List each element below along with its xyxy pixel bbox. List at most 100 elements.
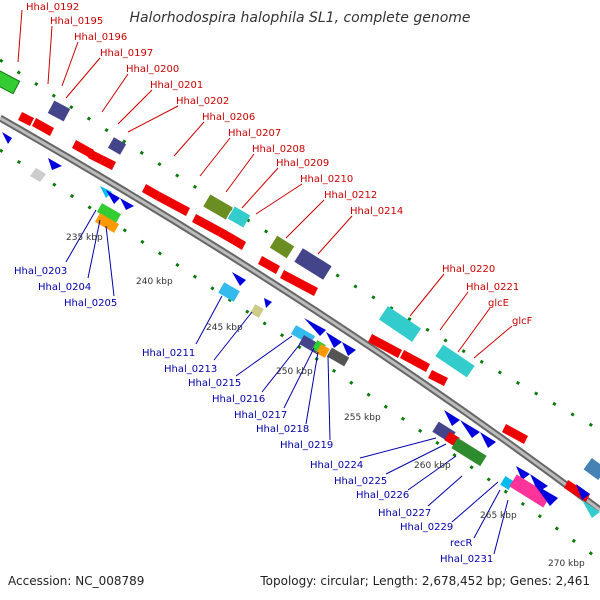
kbp-label-270: 270 kbp xyxy=(548,559,585,569)
gene-arrow xyxy=(502,424,528,444)
tick-tracks xyxy=(0,58,600,562)
gene-arrow xyxy=(2,132,12,144)
gene-block xyxy=(107,137,127,155)
gene-arrow xyxy=(576,484,590,500)
gene-arrow xyxy=(400,350,430,372)
gene-block xyxy=(316,344,330,358)
gene-label-hhal-0207: Hhal_0207 xyxy=(228,128,281,139)
position-labels: 235 kbp 240 kbp 245 kbp 250 kbp 255 kbp … xyxy=(66,233,585,569)
top-gene-labels: Hhal_0192 Hhal_0195 Hhal_0196 Hhal_0197 … xyxy=(26,2,533,327)
gene-label-hhal-0200: Hhal_0200 xyxy=(126,64,179,75)
gene-arrow xyxy=(32,118,54,136)
accession-label: Accession: NC_008789 xyxy=(8,574,145,588)
gene-block xyxy=(326,347,350,367)
gene-block xyxy=(227,206,251,228)
gene-arrow xyxy=(88,150,104,164)
gene-label-hhal-0206: Hhal_0206 xyxy=(202,112,255,123)
gene-label-hhal-0213: Hhal_0213 xyxy=(164,364,217,375)
gene-label-hhal-0205: Hhal_0205 xyxy=(64,298,117,309)
gene-label-hhal-0196: Hhal_0196 xyxy=(74,32,127,43)
gene-label-hhal-0227: Hhal_0227 xyxy=(378,508,431,519)
gene-label-hhal-0217: Hhal_0217 xyxy=(234,410,287,421)
gene-label-hhal-0203: Hhal_0203 xyxy=(14,266,67,277)
gene-label-hhal-0215: Hhal_0215 xyxy=(188,378,241,389)
gene-label-hhal-0220: Hhal_0220 xyxy=(442,264,495,275)
gene-block xyxy=(203,194,233,220)
gene-block xyxy=(47,100,71,122)
inner-track-a xyxy=(0,148,600,562)
gene-arrow xyxy=(142,184,160,200)
gene-arrow xyxy=(18,112,34,126)
gene-arrow xyxy=(100,156,116,170)
top-leader-lines xyxy=(17,9,513,359)
gene-label-recr: recR xyxy=(450,538,473,549)
gene-arrow xyxy=(534,484,558,506)
gene-label-hhal-0224: Hhal_0224 xyxy=(310,460,363,471)
gene-label-hhal-0221: Hhal_0221 xyxy=(466,282,519,293)
gene-block xyxy=(0,69,21,95)
gene-arrow xyxy=(304,318,326,336)
gene-label-glcf: glcF xyxy=(512,316,533,327)
gene-block xyxy=(269,235,295,259)
gene-arrow xyxy=(428,370,448,386)
gene-block xyxy=(509,474,551,508)
gene-arrow xyxy=(564,480,590,502)
gene-arrow xyxy=(280,270,318,296)
gene-arrow xyxy=(232,236,246,250)
gene-block xyxy=(96,203,122,223)
gene-arrow xyxy=(192,214,222,236)
gene-arrow xyxy=(106,190,120,204)
gene-block xyxy=(435,344,475,378)
gene-label-hhal-0209: Hhal_0209 xyxy=(276,158,329,169)
gene-blocks xyxy=(0,69,600,502)
gene-arrow xyxy=(326,332,342,348)
gene-arrow xyxy=(444,410,460,426)
kbp-label-260: 260 kbp xyxy=(414,461,451,471)
gene-label-hhal-0202: Hhal_0202 xyxy=(176,96,229,107)
gene-block xyxy=(378,306,422,342)
gene-label-glce: glcE xyxy=(488,298,509,309)
gene-label-hhal-0225: Hhal_0225 xyxy=(334,476,387,487)
gene-label-hhal-0229: Hhal_0229 xyxy=(400,522,453,533)
gene-arrow xyxy=(582,500,600,518)
gene-arrow xyxy=(264,298,272,308)
gene-block xyxy=(250,304,264,318)
gene-label-hhal-0201: Hhal_0201 xyxy=(150,80,203,91)
gene-arrow xyxy=(480,432,496,448)
gene-label-hhal-0216: Hhal_0216 xyxy=(212,394,265,405)
gene-arrow xyxy=(218,228,236,244)
gene-arrow xyxy=(342,342,356,356)
gene-arrow xyxy=(530,474,548,492)
kbp-label-265: 265 kbp xyxy=(480,511,517,521)
gene-arrow xyxy=(156,192,190,216)
kbp-label-250: 250 kbp xyxy=(276,367,313,377)
gene-arrow xyxy=(120,198,134,210)
genome-backbone-highlight xyxy=(0,116,600,512)
gene-arrow xyxy=(72,140,94,158)
gene-label-hhal-0211: Hhal_0211 xyxy=(142,348,195,359)
gene-arrow xyxy=(258,256,280,274)
gene-label-hhal-0195: Hhal_0195 xyxy=(50,16,103,27)
gene-arrow xyxy=(232,272,246,286)
gene-label-hhal-0210: Hhal_0210 xyxy=(300,174,353,185)
map-title: Halorhodospira halophila SL1, complete g… xyxy=(129,10,471,26)
gene-label-hhal-0214: Hhal_0214 xyxy=(350,206,403,217)
gene-blocks-lower xyxy=(2,132,600,518)
gene-arrow xyxy=(30,168,46,182)
gene-block xyxy=(583,458,600,480)
bottom-leader-lines xyxy=(65,209,509,555)
kbp-label-235: 235 kbp xyxy=(66,233,103,243)
gene-block xyxy=(451,437,487,467)
kbp-label-255: 255 kbp xyxy=(344,413,381,423)
gene-arrow xyxy=(460,420,480,438)
gene-label-hhal-0231: Hhal_0231 xyxy=(440,554,493,565)
gene-arrow xyxy=(48,158,62,170)
gene-block xyxy=(294,248,332,280)
gene-label-hhal-0212: Hhal_0212 xyxy=(324,190,377,201)
gene-label-hhal-0218: Hhal_0218 xyxy=(256,424,309,435)
gene-label-hhal-0204: Hhal_0204 xyxy=(38,282,91,293)
gene-label-hhal-0208: Hhal_0208 xyxy=(252,144,305,155)
gene-label-hhal-0192: Hhal_0192 xyxy=(26,2,79,13)
